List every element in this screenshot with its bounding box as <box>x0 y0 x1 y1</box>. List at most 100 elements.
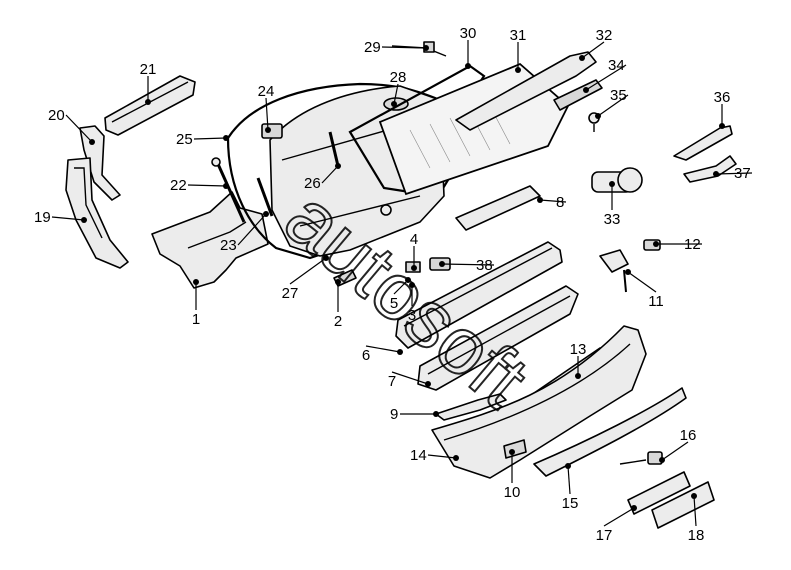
callout-label-30: 30 <box>460 25 477 42</box>
leader-line-26 <box>321 165 339 184</box>
leader-dot-29 <box>423 45 429 51</box>
leader-dot-25 <box>223 135 229 141</box>
callout-11: 11 <box>625 269 664 310</box>
callout-label-4: 4 <box>410 231 418 248</box>
leader-dot-36 <box>719 123 725 129</box>
part-23-gas-strut <box>256 177 274 217</box>
callout-label-29: 29 <box>364 39 381 56</box>
callout-16: 16 <box>659 427 696 463</box>
callout-21: 21 <box>140 61 157 105</box>
callout-19: 19 <box>34 209 87 226</box>
part-21-trim-strip <box>104 75 196 136</box>
callout-12: 12 <box>653 236 702 253</box>
callout-13: 13 <box>570 341 586 379</box>
leader-dot-24 <box>265 127 271 133</box>
part-37-hinge <box>683 155 737 183</box>
leader-dot-17 <box>631 505 637 511</box>
part-7-absorber <box>417 285 579 391</box>
callout-20: 20 <box>48 107 95 145</box>
callout-17: 17 <box>596 505 637 544</box>
callout-7: 7 <box>388 371 431 390</box>
leader-line-35 <box>597 94 629 117</box>
callout-label-3: 3 <box>408 307 416 324</box>
callout-label-33: 33 <box>604 211 621 228</box>
leader-line-19 <box>51 216 85 221</box>
part-29-cable <box>391 41 447 57</box>
callout-label-32: 32 <box>596 27 613 44</box>
callout-label-34: 34 <box>608 57 625 74</box>
callout-3: 3 <box>408 282 416 324</box>
callout-label-22: 22 <box>170 177 187 194</box>
leader-dot-9 <box>433 411 439 417</box>
leader-dot-13 <box>575 373 581 379</box>
callout-15: 15 <box>562 463 579 512</box>
callout-label-37: 37 <box>734 165 751 182</box>
part-19-side-panel <box>65 157 129 269</box>
leader-line-38 <box>441 263 495 266</box>
callout-14: 14 <box>410 447 459 464</box>
callout-31: 31 <box>510 27 526 73</box>
callout-label-23: 23 <box>220 237 237 254</box>
callout-label-19: 19 <box>34 209 51 226</box>
callout-label-5: 5 <box>390 295 398 312</box>
callout-10: 10 <box>504 449 521 501</box>
callout-label-15: 15 <box>562 495 579 512</box>
leader-dot-20 <box>89 139 95 145</box>
callout-38: 38 <box>439 257 495 274</box>
callout-label-7: 7 <box>388 373 396 390</box>
callout-label-9: 9 <box>390 406 398 423</box>
leader-dot-6 <box>397 349 403 355</box>
leader-line-24 <box>265 97 269 131</box>
callout-32: 32 <box>579 27 612 61</box>
callout-22: 22 <box>170 177 229 194</box>
callout-28: 28 <box>390 69 406 107</box>
leader-dot-38 <box>439 261 445 267</box>
callout-label-2: 2 <box>334 313 342 330</box>
part-24-latch <box>261 123 283 139</box>
leader-line-8 <box>539 199 567 203</box>
part-9-bracket <box>435 393 507 421</box>
callout-8: 8 <box>537 194 567 211</box>
leader-dot-23 <box>263 211 269 217</box>
leader-line-5 <box>393 279 409 295</box>
leader-dot-8 <box>537 197 543 203</box>
part-32-spoiler <box>455 51 597 131</box>
leader-dot-34 <box>583 87 589 93</box>
callout-label-10: 10 <box>504 484 521 501</box>
leader-line-25 <box>193 137 227 140</box>
leader-line-28 <box>393 83 399 105</box>
leader-line-17 <box>603 507 635 527</box>
callout-label-38: 38 <box>476 257 493 274</box>
callout-4: 4 <box>410 231 418 271</box>
leader-line-27 <box>289 257 327 285</box>
part-14-bumper-cover <box>431 325 647 479</box>
leader-line-37 <box>715 172 753 175</box>
callout-6: 6 <box>362 345 403 364</box>
callout-23: 23 <box>220 211 269 254</box>
callout-label-16: 16 <box>680 427 697 444</box>
leader-dot-14 <box>453 455 459 461</box>
callout-label-21: 21 <box>140 61 157 78</box>
callout-1: 1 <box>192 279 200 328</box>
part-36-hinge <box>673 125 733 161</box>
callout-33: 33 <box>604 181 621 228</box>
callout-label-24: 24 <box>258 83 275 100</box>
part-26-strut <box>328 131 340 167</box>
leader-dot-26 <box>335 163 341 169</box>
callout-label-25: 25 <box>176 131 193 148</box>
part-18-license-plate <box>651 481 715 529</box>
callout-label-1: 1 <box>192 311 200 328</box>
leader-line-20 <box>65 114 93 143</box>
leader-dot-37 <box>713 171 719 177</box>
callout-label-20: 20 <box>48 107 65 124</box>
leader-dot-11 <box>625 269 631 275</box>
leader-line-29 <box>381 46 427 49</box>
leader-dot-3 <box>409 282 415 288</box>
callout-label-17: 17 <box>596 527 613 544</box>
leader-dot-28 <box>391 101 397 107</box>
leader-line-6 <box>365 345 401 353</box>
callout-25: 25 <box>176 131 229 148</box>
callout-label-8: 8 <box>556 194 564 211</box>
part-11-lock <box>599 249 629 293</box>
